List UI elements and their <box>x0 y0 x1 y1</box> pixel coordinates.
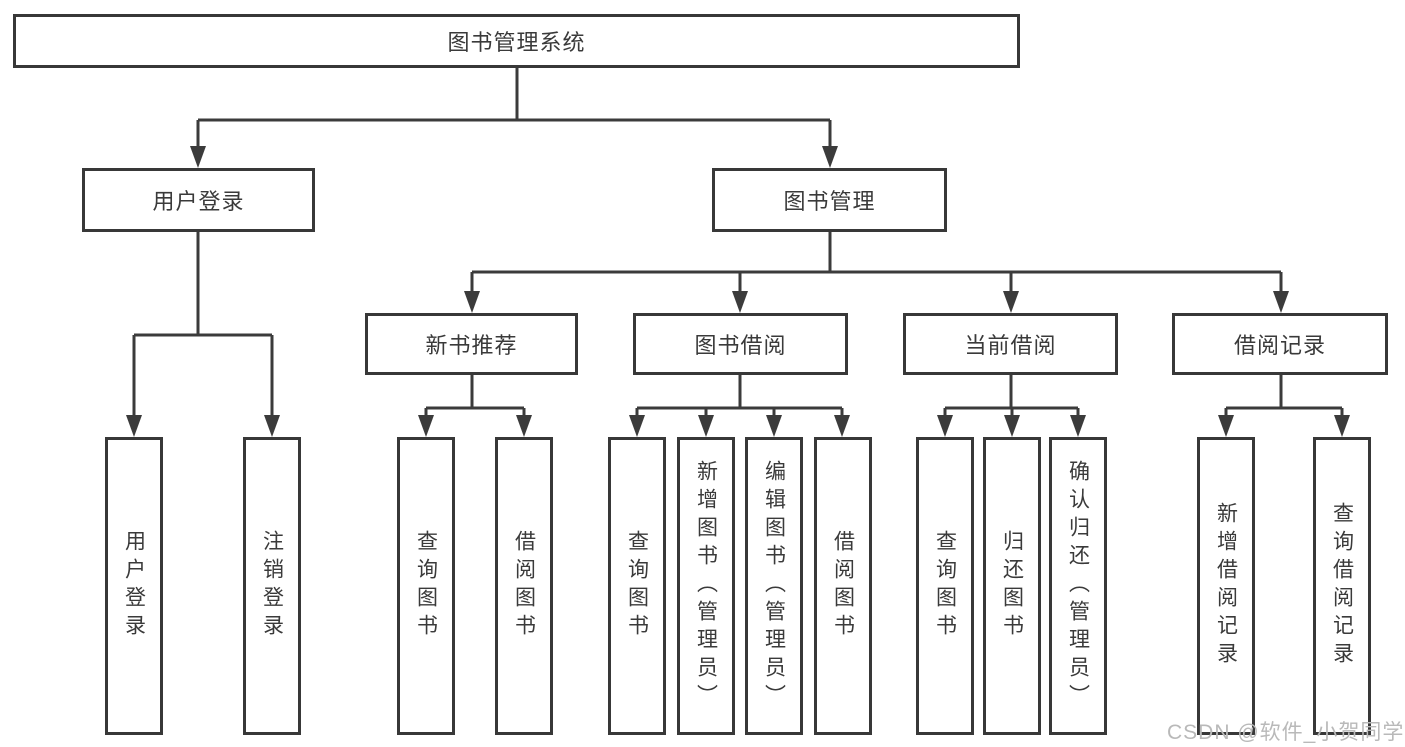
node-book-management-branch: 图书管理 <box>712 168 947 232</box>
node-current-borrowing: 当前借阅 <box>903 313 1118 375</box>
arrowhead <box>834 415 850 437</box>
arrowhead <box>1273 291 1289 313</box>
csdn-watermark: CSDN @软件_小贺同学 <box>1167 721 1405 744</box>
leaf-borrow-books-recommend: 借阅图书 <box>495 437 553 735</box>
arrowhead <box>766 415 782 437</box>
leaf-query-books-recommend: 查询图书 <box>397 437 455 735</box>
arrowhead <box>937 415 953 437</box>
node-new-book-recommendation: 新书推荐 <box>365 313 578 375</box>
arrowhead <box>126 415 142 437</box>
arrowhead <box>1004 415 1020 437</box>
arrowhead <box>1334 415 1350 437</box>
arrowhead <box>1070 415 1086 437</box>
arrowhead <box>264 415 280 437</box>
arrowhead <box>629 415 645 437</box>
arrowhead <box>1218 415 1234 437</box>
leaf-query-books-current: 查询图书 <box>916 437 974 735</box>
leaf-return-books: 归还图书 <box>983 437 1041 735</box>
leaf-add-books-admin: 新增图书（管理员） <box>677 437 735 735</box>
leaf-confirm-return-admin: 确认归还（管理员） <box>1049 437 1107 735</box>
arrowhead <box>1003 291 1019 313</box>
leaf-query-books-borrowing: 查询图书 <box>608 437 666 735</box>
node-user-login-branch: 用户登录 <box>82 168 315 232</box>
leaf-borrow-books-borrowing: 借阅图书 <box>814 437 872 735</box>
leaf-logout: 注销登录 <box>243 437 301 735</box>
leaf-edit-books-admin: 编辑图书（管理员） <box>745 437 803 735</box>
leaf-user-login: 用户登录 <box>105 437 163 735</box>
leaf-add-borrow-record: 新增借阅记录 <box>1197 437 1255 735</box>
node-system-root: 图书管理系统 <box>13 14 1020 68</box>
arrowhead <box>732 291 748 313</box>
arrowhead <box>190 146 206 168</box>
node-borrowing-records: 借阅记录 <box>1172 313 1388 375</box>
arrowhead <box>822 146 838 168</box>
arrowhead <box>516 415 532 437</box>
arrowhead <box>698 415 714 437</box>
arrowhead <box>418 415 434 437</box>
leaf-query-borrow-record: 查询借阅记录 <box>1313 437 1371 735</box>
node-book-borrowing: 图书借阅 <box>633 313 848 375</box>
arrowhead <box>464 291 480 313</box>
